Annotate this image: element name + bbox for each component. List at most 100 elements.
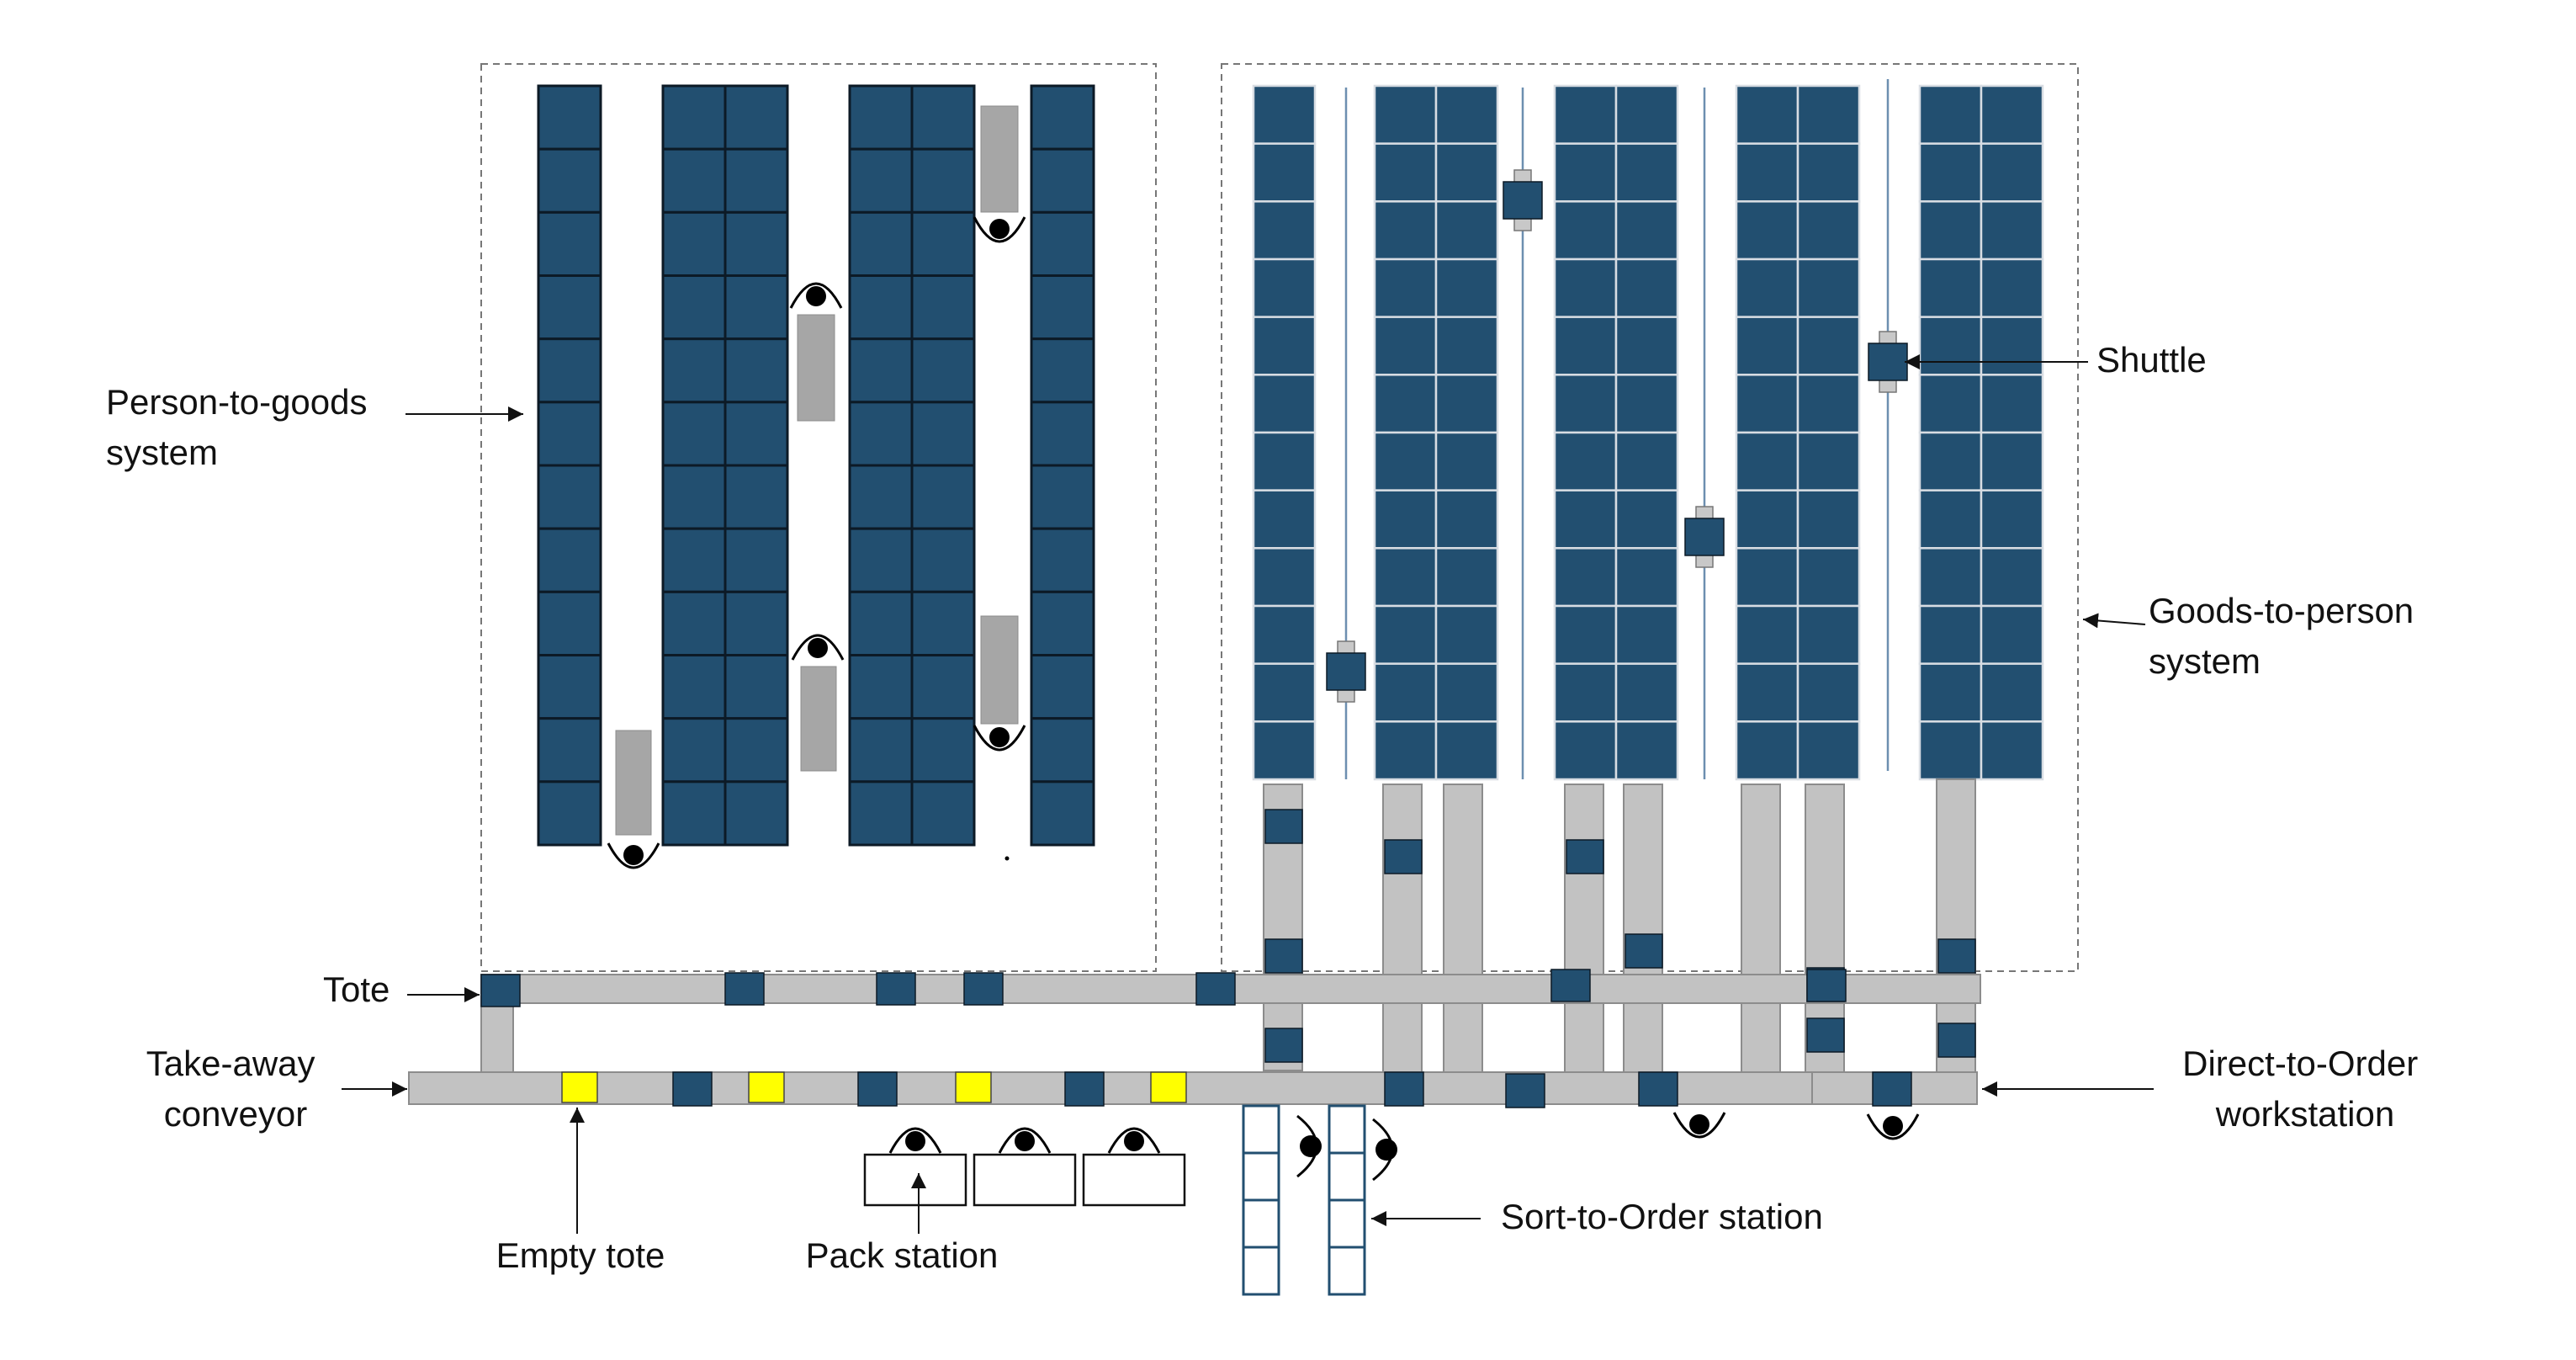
rack-column — [1735, 84, 1861, 781]
rack-cell — [1614, 316, 1679, 376]
person-to-goods-zone — [480, 63, 1157, 972]
person-icon — [607, 842, 660, 869]
shuttle-body — [1326, 652, 1366, 691]
rack-cell — [1918, 720, 1983, 781]
cart-body — [980, 105, 1019, 213]
rack-cell — [1252, 374, 1317, 434]
person-arms — [789, 282, 843, 309]
rack-cell — [1434, 604, 1499, 665]
rack-cell — [1918, 142, 1983, 203]
rack-cell — [1796, 720, 1861, 781]
rack-cell — [1252, 720, 1317, 781]
rack-cell — [724, 210, 789, 277]
person-head — [905, 1131, 925, 1151]
tote — [857, 1071, 898, 1107]
person-arms — [1672, 1112, 1726, 1139]
person-head — [1375, 1139, 1397, 1161]
person-arms — [607, 842, 660, 869]
lift-conveyor — [1741, 784, 1781, 1073]
person-icon — [791, 634, 845, 661]
rack-cell — [1373, 547, 1438, 608]
rack-cell — [1796, 84, 1861, 145]
rack-cell — [1735, 142, 1799, 203]
rack-cell — [1030, 401, 1095, 467]
label-arrows — [342, 354, 2154, 1234]
person-head — [808, 638, 828, 658]
tote — [724, 972, 765, 1006]
rack-cell — [1614, 431, 1679, 491]
rack-cell — [661, 780, 727, 847]
rack-cell — [1796, 604, 1861, 665]
rack-cell — [1918, 258, 1983, 318]
rack-cell — [1918, 374, 1983, 434]
goods-to-person-label-line2: system — [2149, 641, 2261, 681]
rack-cell — [661, 464, 727, 530]
person-arms — [1372, 1118, 1394, 1182]
tote — [1505, 1073, 1545, 1108]
rack-cell — [1030, 654, 1095, 720]
rack-cell — [1796, 200, 1861, 261]
rack-cell — [1980, 142, 2044, 203]
person-head — [623, 845, 644, 865]
rack-cell — [1252, 547, 1317, 608]
rack-cell — [1796, 316, 1861, 376]
take-away-conveyor-label-line1: Take-away — [146, 1044, 315, 1083]
sort-cell — [1242, 1151, 1280, 1202]
shuttle-icon — [1868, 331, 1908, 393]
tote — [963, 972, 1004, 1006]
tote — [1638, 1071, 1678, 1107]
shuttle-body — [1684, 518, 1725, 556]
rack-cell — [1918, 200, 1983, 261]
rack-cell — [1373, 84, 1438, 145]
tote — [1195, 972, 1236, 1006]
rack-cell — [1918, 431, 1983, 491]
rack-column — [1553, 84, 1679, 781]
picking-cart-icon — [973, 615, 1026, 752]
rack-cell — [1553, 604, 1618, 665]
goods-to-person-racks — [1252, 84, 2044, 781]
picking-carts — [607, 105, 1026, 869]
take-away-conveyor-label-line2: conveyor — [164, 1094, 307, 1134]
rack-column — [848, 84, 976, 847]
sort-cell — [1242, 1104, 1280, 1155]
rack-cell — [1252, 431, 1317, 491]
person-head — [1015, 1131, 1035, 1151]
rack-cell — [1434, 200, 1499, 261]
rack-cell — [1553, 316, 1618, 376]
tote — [1064, 1071, 1105, 1107]
person-icon — [1866, 1113, 1920, 1140]
rack-cell — [1796, 258, 1861, 318]
lift-conveyor — [1443, 784, 1483, 1073]
direct-to-order-label: Direct-to-Order workstation — [2182, 1044, 2428, 1134]
cart-body — [615, 730, 652, 836]
person-head — [806, 286, 826, 306]
person-arms — [1296, 1114, 1318, 1178]
picking-cart-icon — [789, 282, 843, 422]
rack-cell — [1030, 84, 1095, 151]
rack-cell — [1980, 662, 2044, 723]
shuttle-body — [1503, 181, 1543, 220]
rack-cell — [1434, 720, 1499, 781]
shuttle-icon — [1503, 169, 1543, 231]
rack-cell — [1735, 720, 1799, 781]
rack-cell — [537, 527, 602, 593]
rack-cell — [1735, 431, 1799, 491]
rack-cell — [1614, 662, 1679, 723]
rack-cell — [537, 401, 602, 467]
person-to-goods-label-line2: system — [106, 433, 218, 472]
rack-cell — [1434, 374, 1499, 434]
rack-cell — [1796, 431, 1861, 491]
shuttle-label: Shuttle — [2096, 340, 2207, 380]
rack-cell — [1030, 780, 1095, 847]
rack-cell — [1252, 258, 1317, 318]
rack-cell — [1553, 142, 1618, 203]
person-to-goods-label: Person-to-goods system — [106, 382, 377, 472]
rack-cell — [1980, 84, 2044, 145]
rack-cell — [1252, 604, 1317, 665]
rack-cell — [1252, 84, 1317, 145]
cart-body — [797, 314, 835, 422]
rack-cell — [724, 654, 789, 720]
rack-cell — [1553, 431, 1618, 491]
person-icon — [888, 1127, 942, 1154]
empty-tote-label: Empty tote — [496, 1235, 665, 1275]
